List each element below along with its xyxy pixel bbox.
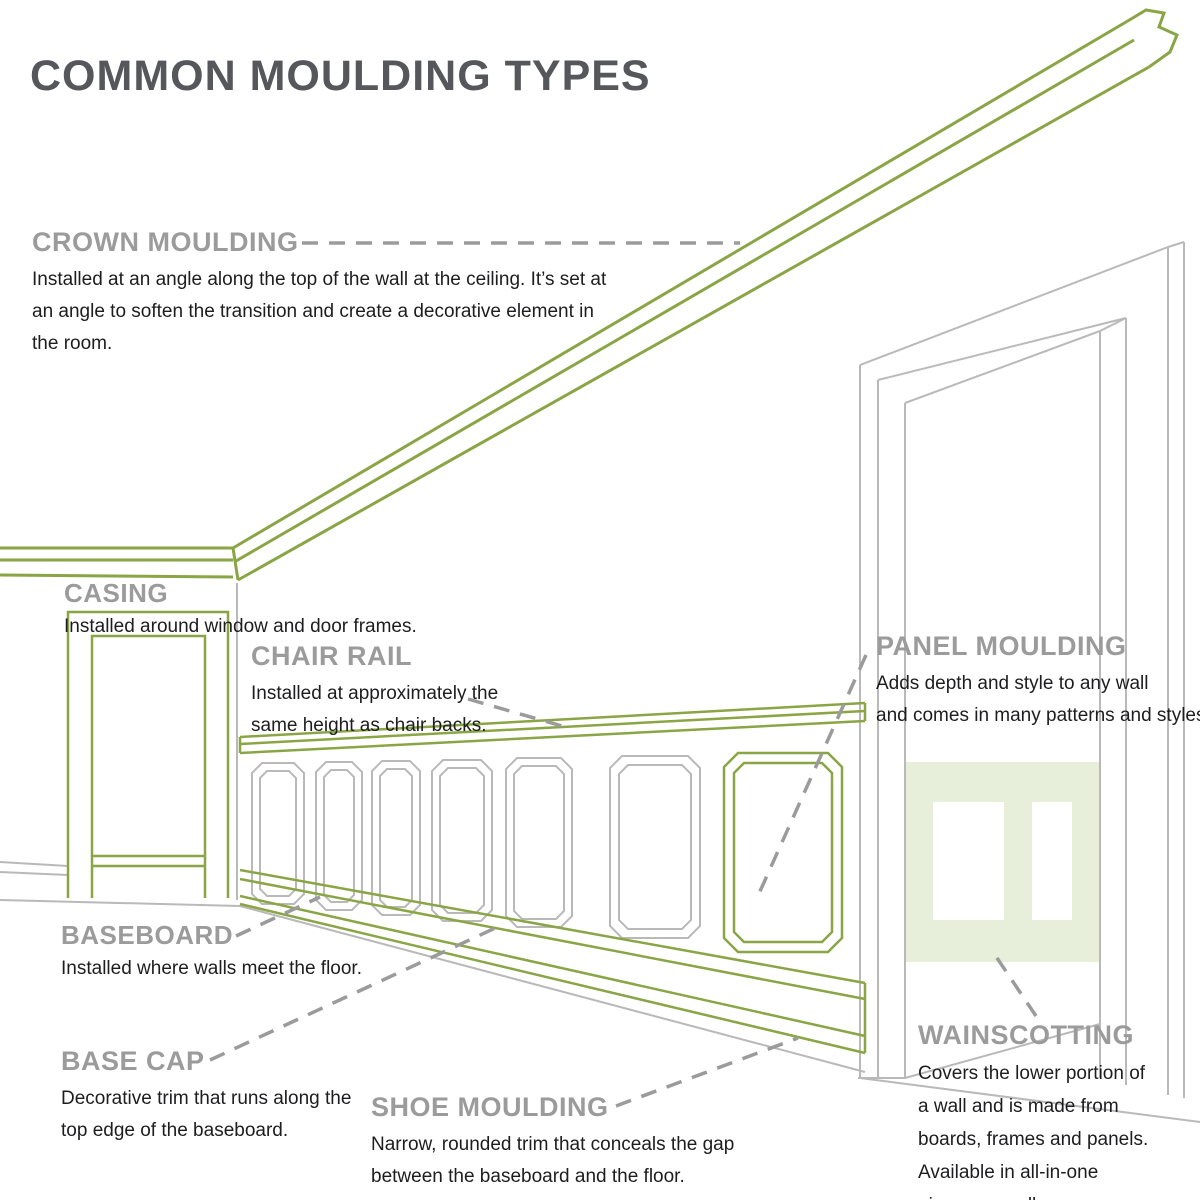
callout-panel-moulding: PANEL MOULDING Adds depth and style to a… — [876, 631, 1200, 732]
callout-baseboard: BASEBOARD Installed where walls meet the… — [61, 920, 362, 985]
panel-moulding-label: PANEL MOULDING — [876, 631, 1127, 661]
desc-line: Narrow, rounded trim that conceals the g… — [371, 1134, 735, 1155]
base-cap-label: BASE CAP — [61, 1046, 205, 1076]
leader-panel-moulding — [755, 654, 868, 899]
crown-moulding-shape — [0, 8, 1179, 582]
chair-rail-shape — [238, 701, 867, 755]
crown-moulding-label: CROWN MOULDING — [32, 227, 299, 257]
desc-line: Installed where walls meet the floor. — [61, 958, 362, 979]
chair-rail-label: CHAIR RAIL — [251, 641, 412, 671]
desc-line: same height as chair backs. — [251, 715, 487, 736]
desc-line: between the baseboard and the floor. — [371, 1166, 685, 1187]
shoe-moulding-label: SHOE MOULDING — [371, 1092, 609, 1122]
desc-line: Available in all-in-one — [918, 1162, 1099, 1183]
room-outline — [0, 583, 1200, 1123]
casing-shape — [66, 610, 230, 898]
casing-label: CASING — [64, 578, 169, 608]
leader-shoe-moulding — [615, 1036, 799, 1108]
callout-chair-rail: CHAIR RAIL Installed at approximately th… — [251, 641, 498, 742]
baseboard-shape — [239, 868, 867, 1055]
desc-line: Installed at approximately the — [251, 683, 499, 704]
callout-wainscotting: WAINSCOTTING Covers the lower portion of… — [918, 1020, 1148, 1200]
baseboard-label: BASEBOARD — [61, 920, 234, 950]
desc-line: a wall and is made from — [918, 1096, 1119, 1117]
desc-line: Covers the lower portion of — [918, 1063, 1146, 1084]
desc-line: Installed at an angle along the top of t… — [32, 269, 607, 290]
leader-lines — [209, 241, 1038, 1108]
wainscot-panels — [251, 755, 701, 939]
desc-line: Adds depth and style to any wall — [876, 673, 1149, 694]
callout-shoe-moulding: SHOE MOULDING Narrow, rounded trim that … — [371, 1092, 734, 1193]
callout-casing: CASING Installed around window and door … — [64, 578, 417, 643]
desc-line: Installed around window and door frames. — [64, 616, 417, 637]
page-title: COMMON MOULDING TYPES — [30, 52, 651, 100]
callout-base-cap: BASE CAP Decorative trim that runs along… — [61, 1046, 351, 1147]
desc-line: the room. — [32, 333, 113, 354]
desc-line: top edge of the baseboard. — [61, 1120, 289, 1141]
wainscotting-fill — [905, 762, 1100, 962]
desc-line: an angle to soften the transition and cr… — [32, 301, 594, 322]
leader-baseboard — [235, 895, 321, 938]
desc-line: pieces as well. — [918, 1189, 1148, 1200]
leader-chair-rail — [467, 697, 563, 728]
wainscotting-label: WAINSCOTTING — [918, 1020, 1134, 1050]
leader-wainscotting — [991, 951, 1038, 1017]
desc-line: Decorative trim that runs along the — [61, 1088, 352, 1109]
desc-line: boards, frames and panels. — [918, 1129, 1149, 1150]
panel-moulding-shape — [722, 751, 844, 954]
callout-crown-moulding: CROWN MOULDING Installed at an angle alo… — [32, 227, 606, 360]
desc-line: and comes in many patterns and styles. — [876, 705, 1200, 726]
